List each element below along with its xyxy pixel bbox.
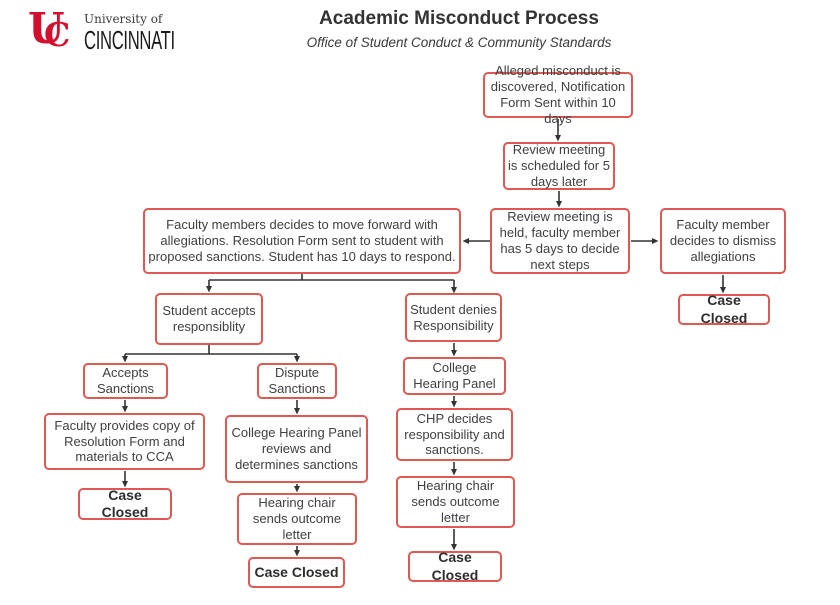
uc-logo: U C University of CINCINNATI — [28, 6, 226, 53]
node-faculty-moves-forward: Faculty members decides to move forward … — [143, 208, 461, 274]
node-faculty-dismiss-label: Faculty member decides to dismiss allegi… — [669, 217, 777, 264]
node-hearing-chair-dispute: Hearing chair sends outcome letter — [237, 493, 357, 545]
node-case-closed-dismiss-label: Case Closed — [700, 292, 748, 326]
header-title-block: Academic Misconduct Process Office of St… — [249, 8, 669, 51]
node-college-hearing-panel: College Hearing Panel — [403, 357, 506, 395]
node-review-held-label: Review meeting is held, faculty member h… — [499, 209, 621, 272]
node-review-scheduled-label: Review meeting is scheduled for 5 days l… — [508, 142, 610, 189]
node-student-denies-label: Student denies Responsibility — [410, 301, 497, 333]
logo-cincinnati: CINCINNATI — [84, 25, 175, 55]
node-case-closed-accepts-label: Case Closed — [101, 486, 149, 520]
node-alleged-misconduct: Alleged misconduct is discovered, Notifi… — [483, 63, 633, 126]
uc-monogram-u: U — [28, 6, 65, 50]
node-dispute-sanctions: Dispute Sanctions — [257, 363, 337, 399]
uc-monogram-c: C — [44, 15, 70, 50]
node-accepts-sanctions-label: Accepts Sanctions — [96, 365, 155, 396]
node-case-closed-denies: Case Closed — [408, 549, 502, 583]
node-faculty-provides-copy-label: Faculty provides copy of Resolution Form… — [54, 417, 195, 465]
node-case-closed-accepts: Case Closed — [78, 486, 172, 520]
node-case-closed-dispute: Case Closed — [248, 557, 345, 588]
node-case-closed-denies-label: Case Closed — [431, 549, 479, 583]
node-student-accepts-label: Student accepts responsiblity — [162, 303, 256, 334]
page-title: Academic Misconduct Process — [319, 8, 599, 29]
node-faculty-dismiss: Faculty member decides to dismiss allegi… — [660, 208, 786, 274]
node-chp-decides: CHP decides responsibility and sanctions… — [396, 408, 513, 461]
node-student-denies: Student denies Responsibility — [405, 293, 502, 342]
node-hearing-chair-denies: Hearing chair sends outcome letter — [396, 476, 515, 528]
node-accepts-sanctions: Accepts Sanctions — [83, 363, 168, 399]
node-hearing-chair-dispute-label: Hearing chair sends outcome letter — [252, 495, 342, 542]
node-alleged-misconduct-label: Alleged misconduct is discovered, Notifi… — [490, 63, 626, 126]
node-chp-decides-label: CHP decides responsibility and sanctions… — [404, 410, 505, 458]
node-case-closed-dispute-label: Case Closed — [254, 563, 339, 580]
uc-monogram-icon: U C — [28, 6, 70, 50]
node-hearing-chair-denies-label: Hearing chair sends outcome letter — [411, 478, 500, 525]
node-dispute-sanctions-label: Dispute Sanctions — [268, 365, 326, 396]
node-review-scheduled: Review meeting is scheduled for 5 days l… — [503, 142, 615, 190]
page-subtitle: Office of Student Conduct & Community St… — [306, 34, 612, 50]
node-review-held: Review meeting is held, faculty member h… — [490, 208, 630, 274]
node-chp-reviews-label: College Hearing Panel reviews and determ… — [231, 425, 362, 472]
node-faculty-provides-copy: Faculty provides copy of Resolution Form… — [44, 413, 205, 470]
node-chp-reviews: College Hearing Panel reviews and determ… — [225, 415, 368, 483]
logo-university-of: University of — [84, 12, 163, 26]
node-faculty-moves-forward-label: Faculty members decides to move forward … — [148, 217, 456, 264]
node-student-accepts: Student accepts responsiblity — [155, 293, 263, 345]
logo-wordmark: University of CINCINNATI — [84, 6, 226, 53]
node-college-hearing-panel-label: College Hearing Panel — [413, 360, 496, 391]
node-case-closed-dismiss: Case Closed — [678, 292, 770, 326]
